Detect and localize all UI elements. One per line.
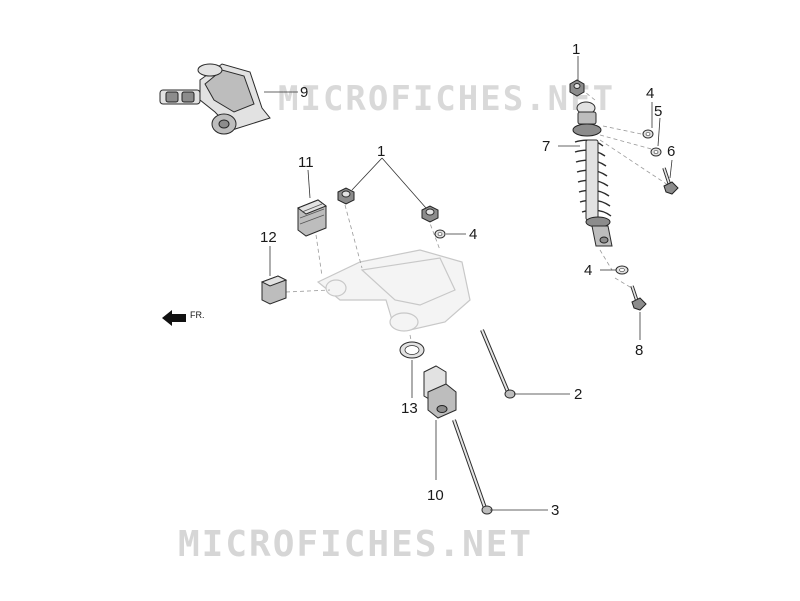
callout-11: 11 (298, 154, 314, 171)
callout-10: 10 (427, 487, 444, 504)
part-bushing-sleeve (423, 365, 457, 419)
part-washer-shock-lower (615, 265, 629, 275)
callout-6: 6 (667, 143, 675, 160)
part-upper-bushing (296, 199, 328, 237)
front-arrow-icon (162, 310, 186, 326)
part-nut-swingarm-right (421, 205, 439, 223)
assembly-guide-lines (285, 91, 669, 346)
watermark-bottom: MICROFICHES.NET (178, 524, 533, 565)
part-long-bolt (480, 329, 516, 399)
callout-1-shock-top: 1 (572, 41, 580, 58)
callout-12: 12 (260, 229, 277, 246)
front-direction-indicator: FR. (162, 310, 205, 326)
front-direction-label: FR. (190, 310, 205, 320)
part-lower-bushing (260, 275, 288, 305)
callout-4-shock-upper: 4 (646, 85, 654, 102)
part-bolt-shock-lower (630, 285, 647, 311)
watermark-top: MICROFICHES.NET (278, 79, 615, 119)
callout-9: 9 (300, 84, 308, 101)
callout-7: 7 (542, 138, 550, 155)
part-long-bolt-lower (452, 419, 493, 515)
callout-3: 3 (551, 502, 559, 519)
callout-leader-lines (264, 56, 673, 511)
part-bracket-assembly (159, 63, 271, 135)
callout-8: 8 (635, 342, 643, 359)
part-washer-swingarm (434, 229, 446, 239)
part-nut-shock-top (569, 79, 585, 97)
swingarm-ghost (316, 249, 471, 332)
callout-2: 2 (574, 386, 582, 403)
callout-4-swingarm: 4 (469, 226, 477, 243)
part-shock-absorber (572, 101, 613, 247)
part-spacer-ring (399, 341, 425, 359)
part-washer-shock-mid (650, 147, 662, 157)
callout-numbers: 1 1 2 3 4 4 4 5 6 7 8 9 10 11 12 13 (260, 41, 675, 519)
callout-13: 13 (401, 400, 418, 417)
callout-5: 5 (654, 103, 662, 120)
part-washer-shock-upper (642, 129, 654, 139)
callout-1-swingarm: 1 (377, 143, 385, 160)
callout-4-shock-lower: 4 (584, 262, 592, 279)
part-bolt-shock-upper (662, 167, 679, 195)
part-nut-swingarm-left (337, 187, 355, 205)
